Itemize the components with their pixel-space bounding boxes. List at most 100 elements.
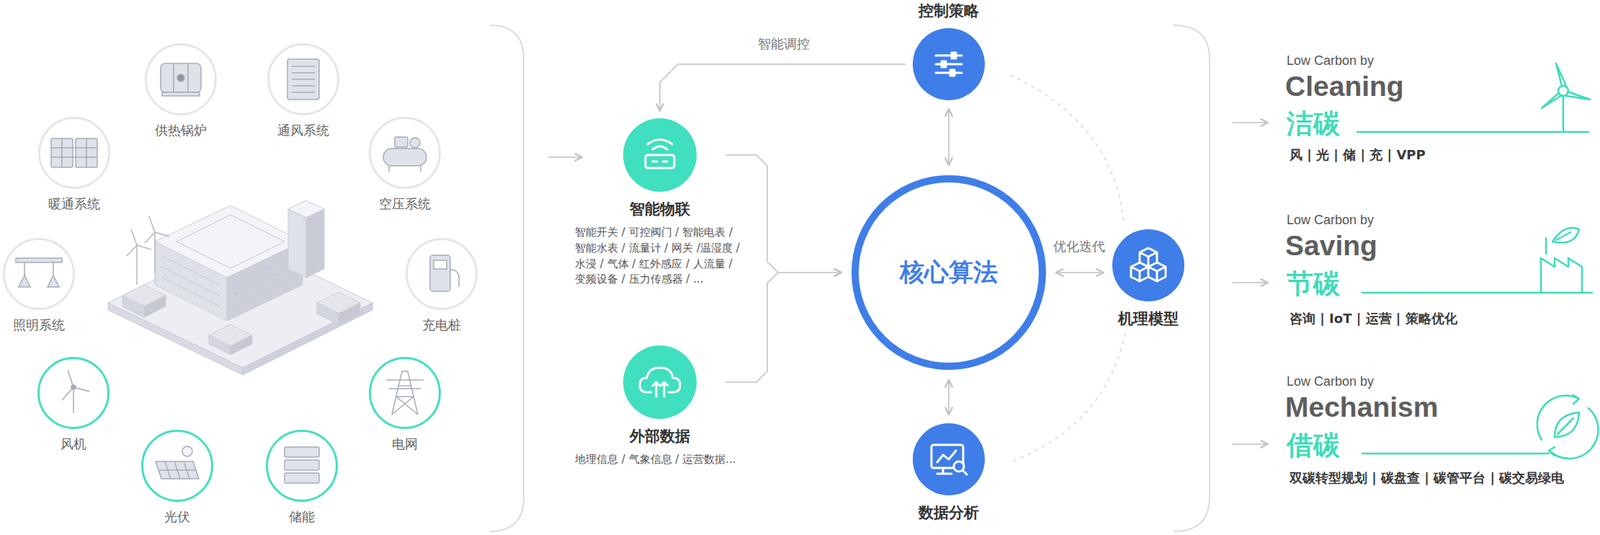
node-label: 风机 [19, 435, 128, 453]
circle [370, 358, 441, 428]
node-description: 智能开关 / 可控阀门 / 智能电表 / 智能水表 / 流量计 / 网关 /温湿… [574, 224, 745, 288]
circle-outline [623, 345, 697, 419]
category-lc: Low Carbon by [1286, 212, 1374, 228]
circle [855, 178, 1043, 366]
category-sub: 咨询 | IoT | 运营 | 策略优化 [1289, 309, 1458, 328]
circle-outline [1112, 229, 1185, 302]
circle-shape [623, 118, 697, 192]
bracket [489, 25, 1210, 531]
circle [912, 422, 985, 495]
connector-arrow [725, 154, 842, 273]
circle [268, 44, 339, 115]
circle-shape [623, 345, 697, 419]
connector-arrow [948, 108, 950, 165]
category-lc: Low Carbon by [1286, 53, 1374, 69]
energy-circle: 储能 [247, 429, 356, 526]
category-big: Cleaning [1285, 70, 1405, 103]
category-sub: 风 | 光 | 储 | 充 | VPP [1289, 146, 1426, 164]
equipment-icon [15, 59, 459, 483]
circle-shape [2, 237, 75, 310]
circle-shape: 核心算法 [851, 175, 1047, 370]
device-circle: 照明系统 [0, 237, 93, 334]
circle [1112, 229, 1185, 302]
circle-shape [912, 422, 985, 495]
flow-arrow [548, 122, 1268, 444]
node-label: 数据分析 [887, 502, 1010, 523]
circle [623, 118, 697, 192]
category-lc: Low Carbon by [1286, 373, 1374, 390]
circle-shape [368, 116, 441, 189]
circle-shape [912, 28, 985, 101]
node-label: 供热锅炉 [126, 121, 235, 140]
green-icon [1357, 63, 1599, 459]
circle-shape [1112, 229, 1185, 302]
circle-shape [37, 356, 110, 429]
node-label: 核心算法 [899, 255, 998, 289]
node-description: 地理信息 / 气象信息 / 运营数据... [574, 451, 745, 468]
category-cn: 借碳 [1286, 427, 1340, 464]
circle [146, 44, 217, 115]
node-label: 充电桩 [387, 316, 496, 334]
node-label: 暖通系统 [20, 195, 129, 213]
device-circle: 暖通系统 [20, 116, 129, 213]
circle-outline [912, 422, 985, 495]
circle-shape [38, 116, 111, 189]
module-circle: 控制策略 [887, 0, 1010, 101]
category-big: Saving [1285, 229, 1378, 262]
category-cn: 节碳 [1286, 265, 1340, 302]
category-sub: 双碳转型规划 | 碳盘查 | 碳管平台 | 碳交易绿电 [1289, 468, 1564, 487]
node-label: 控制策略 [887, 0, 1010, 21]
connector-arrow [659, 64, 906, 111]
edge-label: 优化迭代 [1050, 237, 1108, 256]
circle-shape [267, 43, 340, 116]
circle-outline [144, 43, 217, 116]
circle-shape [368, 356, 441, 429]
connector-arrow [948, 379, 950, 415]
circle-outline [912, 28, 985, 101]
node-label: 外部数据 [566, 425, 754, 446]
circle-shape [144, 43, 217, 116]
device-circle: 通风系统 [249, 43, 358, 140]
circle-outline [368, 356, 441, 429]
node-label: 智能物联 [566, 198, 754, 220]
edge-label: 智能调控 [754, 35, 813, 53]
building-illustration [108, 200, 373, 375]
category-cn: 洁碳 [1286, 105, 1340, 142]
circle [39, 118, 110, 189]
energy-circle: 电网 [350, 356, 459, 453]
node-label: 光伏 [123, 507, 232, 526]
device-circle: 空压系统 [350, 116, 459, 213]
dashed-arc [1009, 74, 1129, 462]
node-label: 照明系统 [0, 316, 93, 334]
circle-shape [141, 429, 214, 502]
device-circle: 充电桩 [387, 237, 496, 334]
circle [623, 345, 697, 419]
data-circle: 智能物联智能开关 / 可控阀门 / 智能电表 / 智能水表 / 流量计 / 网关… [566, 118, 754, 288]
node-label: 电网 [350, 435, 459, 453]
circle [407, 239, 477, 310]
circle [370, 118, 441, 189]
node-label: 空压系统 [350, 195, 459, 213]
circle [38, 358, 109, 428]
circle-outline [38, 116, 111, 189]
circle-shape [265, 429, 338, 502]
circle-outline [2, 237, 75, 310]
circle [267, 430, 338, 501]
circle [142, 430, 213, 501]
circle-outline [141, 429, 214, 502]
circle-outline [368, 116, 441, 189]
module-circle: 数据分析 [887, 422, 1010, 523]
data-circle: 外部数据地理信息 / 气象信息 / 运营数据... [566, 345, 754, 468]
circle [912, 28, 985, 101]
circle-outline [405, 237, 478, 310]
category-big: Mechanism [1285, 391, 1438, 423]
circle-outline [37, 356, 110, 429]
energy-circle: 光伏 [123, 429, 232, 526]
circle-outline [623, 118, 697, 192]
circle-shape [405, 237, 478, 310]
device-circle: 供热锅炉 [126, 43, 235, 140]
node-label: 通风系统 [249, 121, 358, 140]
energy-circle: 风机 [19, 356, 128, 453]
circle-outline [265, 429, 338, 502]
connector-arrow [1056, 271, 1104, 274]
